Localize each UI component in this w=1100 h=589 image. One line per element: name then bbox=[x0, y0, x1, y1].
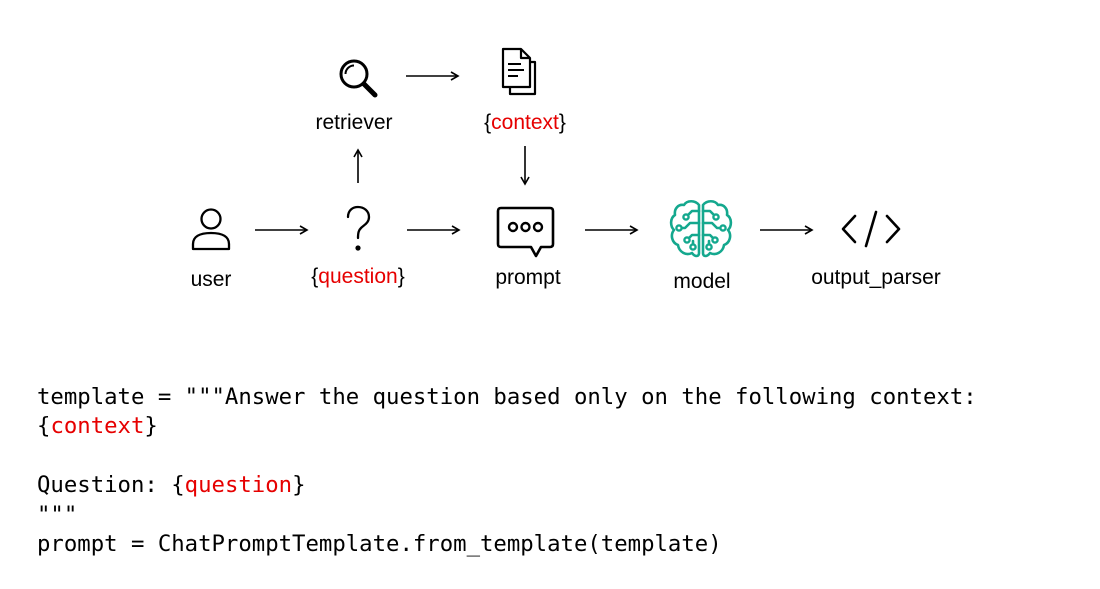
arrow-model-to-output-parser bbox=[760, 225, 814, 235]
prompt-label: prompt bbox=[495, 266, 561, 289]
code-brackets-icon bbox=[841, 210, 901, 248]
code-block: template = """Answer the question based … bbox=[37, 353, 977, 589]
arrow-retriever-to-context bbox=[406, 71, 460, 81]
question-mark-icon bbox=[346, 205, 371, 251]
output-parser-label: output_parser bbox=[811, 266, 941, 289]
retriever-label: retriever bbox=[315, 111, 393, 134]
question-label: {question} bbox=[311, 265, 405, 288]
code-line-blank bbox=[37, 442, 977, 472]
arrow-question-to-retriever bbox=[353, 148, 363, 183]
arrow-question-to-prompt bbox=[407, 225, 461, 235]
code-question-variable: question bbox=[184, 472, 293, 498]
question-variable: question bbox=[318, 265, 398, 288]
chat-bubble-icon bbox=[496, 206, 555, 258]
code-line-question: Question: {question} bbox=[37, 472, 306, 498]
search-icon bbox=[339, 59, 378, 98]
arrow-context-to-prompt bbox=[520, 146, 530, 186]
document-icon bbox=[501, 47, 537, 96]
code-line-prompt: prompt = ChatPromptTemplate.from_templat… bbox=[37, 531, 722, 557]
code-line-template: template = """Answer the question based … bbox=[37, 383, 977, 410]
user-label: user bbox=[190, 268, 232, 291]
model-label: model bbox=[673, 270, 731, 293]
arrow-user-to-question bbox=[255, 225, 309, 235]
code-line-context: {context} bbox=[37, 413, 158, 439]
user-icon bbox=[191, 208, 231, 251]
arrow-prompt-to-model bbox=[585, 225, 639, 235]
brain-circuit-icon bbox=[669, 199, 733, 258]
context-label: {context} bbox=[484, 111, 566, 134]
code-line-close-quotes: """ bbox=[37, 501, 78, 528]
code-context-variable: context bbox=[50, 413, 145, 439]
context-variable: context bbox=[491, 111, 559, 134]
